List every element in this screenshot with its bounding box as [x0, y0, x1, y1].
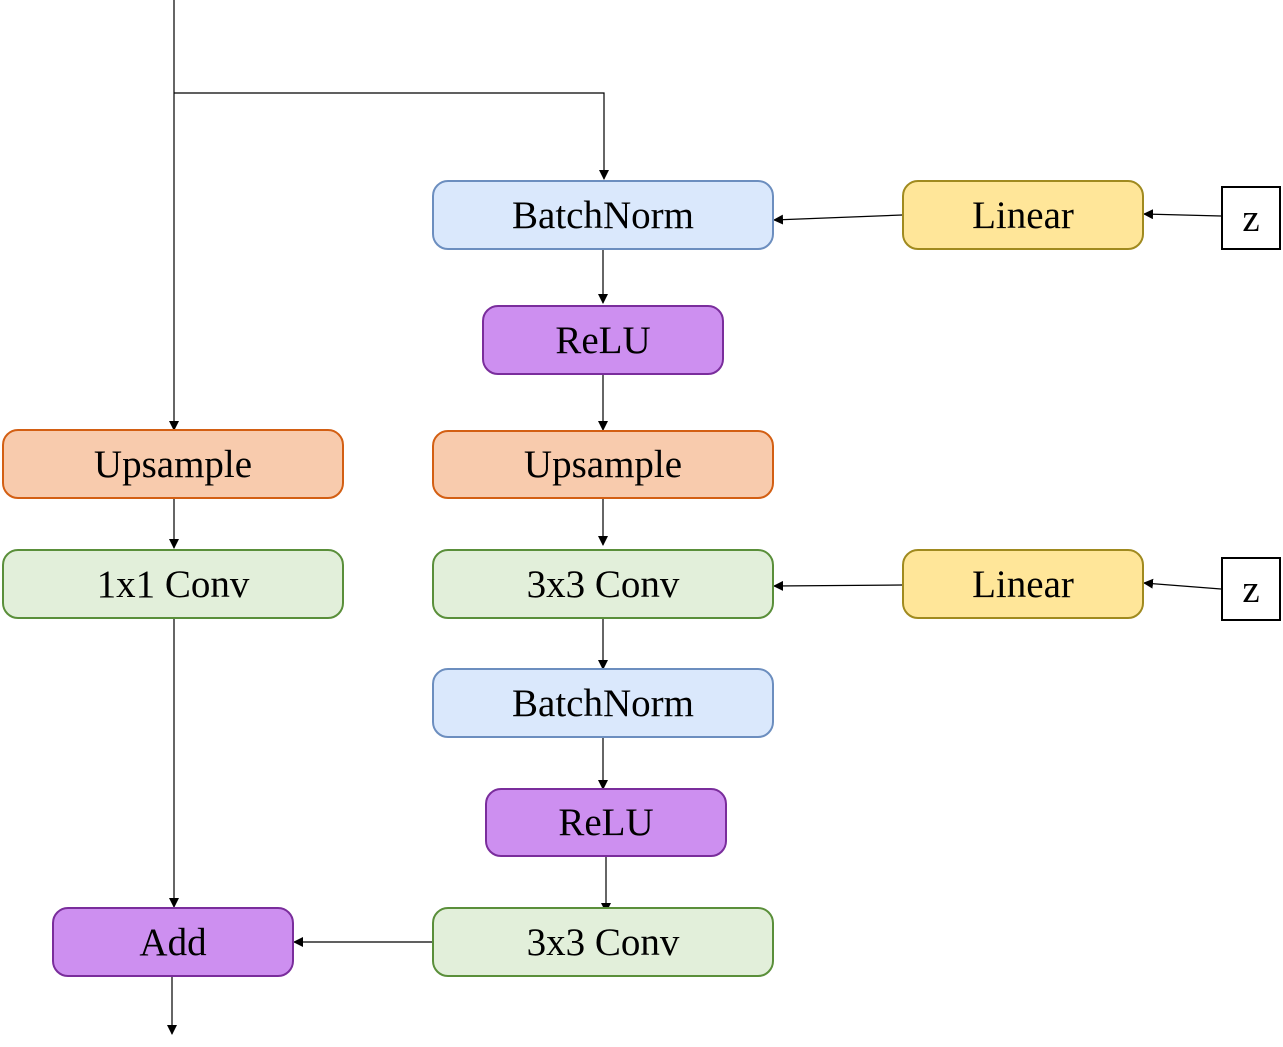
- add-label: Add: [139, 920, 207, 964]
- batchnorm-1-label: BatchNorm: [512, 193, 694, 237]
- conv3x3-2-label: 3x3 Conv: [526, 920, 680, 964]
- edge-z-2-to-linear-2: [1143, 578, 1222, 590]
- add-node: Add: [52, 907, 294, 977]
- batchnorm-node-2: BatchNorm: [432, 668, 774, 738]
- z-1-label: z: [1242, 196, 1260, 240]
- relu-node-1: ReLU: [482, 305, 724, 375]
- edge-input-to-batchnorm-1: [174, 92, 609, 180]
- conv3x3-node-1: 3x3 Conv: [432, 549, 774, 619]
- linear-node-2: Linear: [902, 549, 1144, 619]
- upsample-node-main: Upsample: [432, 430, 774, 499]
- edge-linear-2-to-conv3x3-1: [773, 580, 903, 591]
- conv1x1-skip-label: 1x1 Conv: [96, 562, 250, 606]
- linear-2-label: Linear: [972, 562, 1074, 606]
- edge-linear-1-to-batchnorm-1: [773, 214, 903, 225]
- conv1x1-node-skip: 1x1 Conv: [2, 549, 344, 619]
- batchnorm-node-1: BatchNorm: [432, 180, 774, 250]
- conv3x3-1-label: 3x3 Conv: [526, 562, 680, 606]
- batchnorm-2-label: BatchNorm: [512, 681, 694, 725]
- relu-node-2: ReLU: [485, 788, 727, 857]
- upsample-node-skip: Upsample: [2, 429, 344, 499]
- conv3x3-node-2: 3x3 Conv: [432, 907, 774, 977]
- relu-1-label: ReLU: [555, 318, 651, 362]
- z-input-2: z: [1221, 557, 1281, 621]
- linear-node-1: Linear: [902, 180, 1144, 250]
- upsample-skip-label: Upsample: [93, 442, 253, 486]
- relu-2-label: ReLU: [558, 801, 654, 844]
- z-2-label: z: [1242, 567, 1260, 611]
- linear-1-label: Linear: [972, 193, 1074, 237]
- upsample-main-label: Upsample: [523, 443, 683, 486]
- edge-z-1-to-linear-1: [1143, 209, 1222, 220]
- z-input-1: z: [1221, 186, 1281, 250]
